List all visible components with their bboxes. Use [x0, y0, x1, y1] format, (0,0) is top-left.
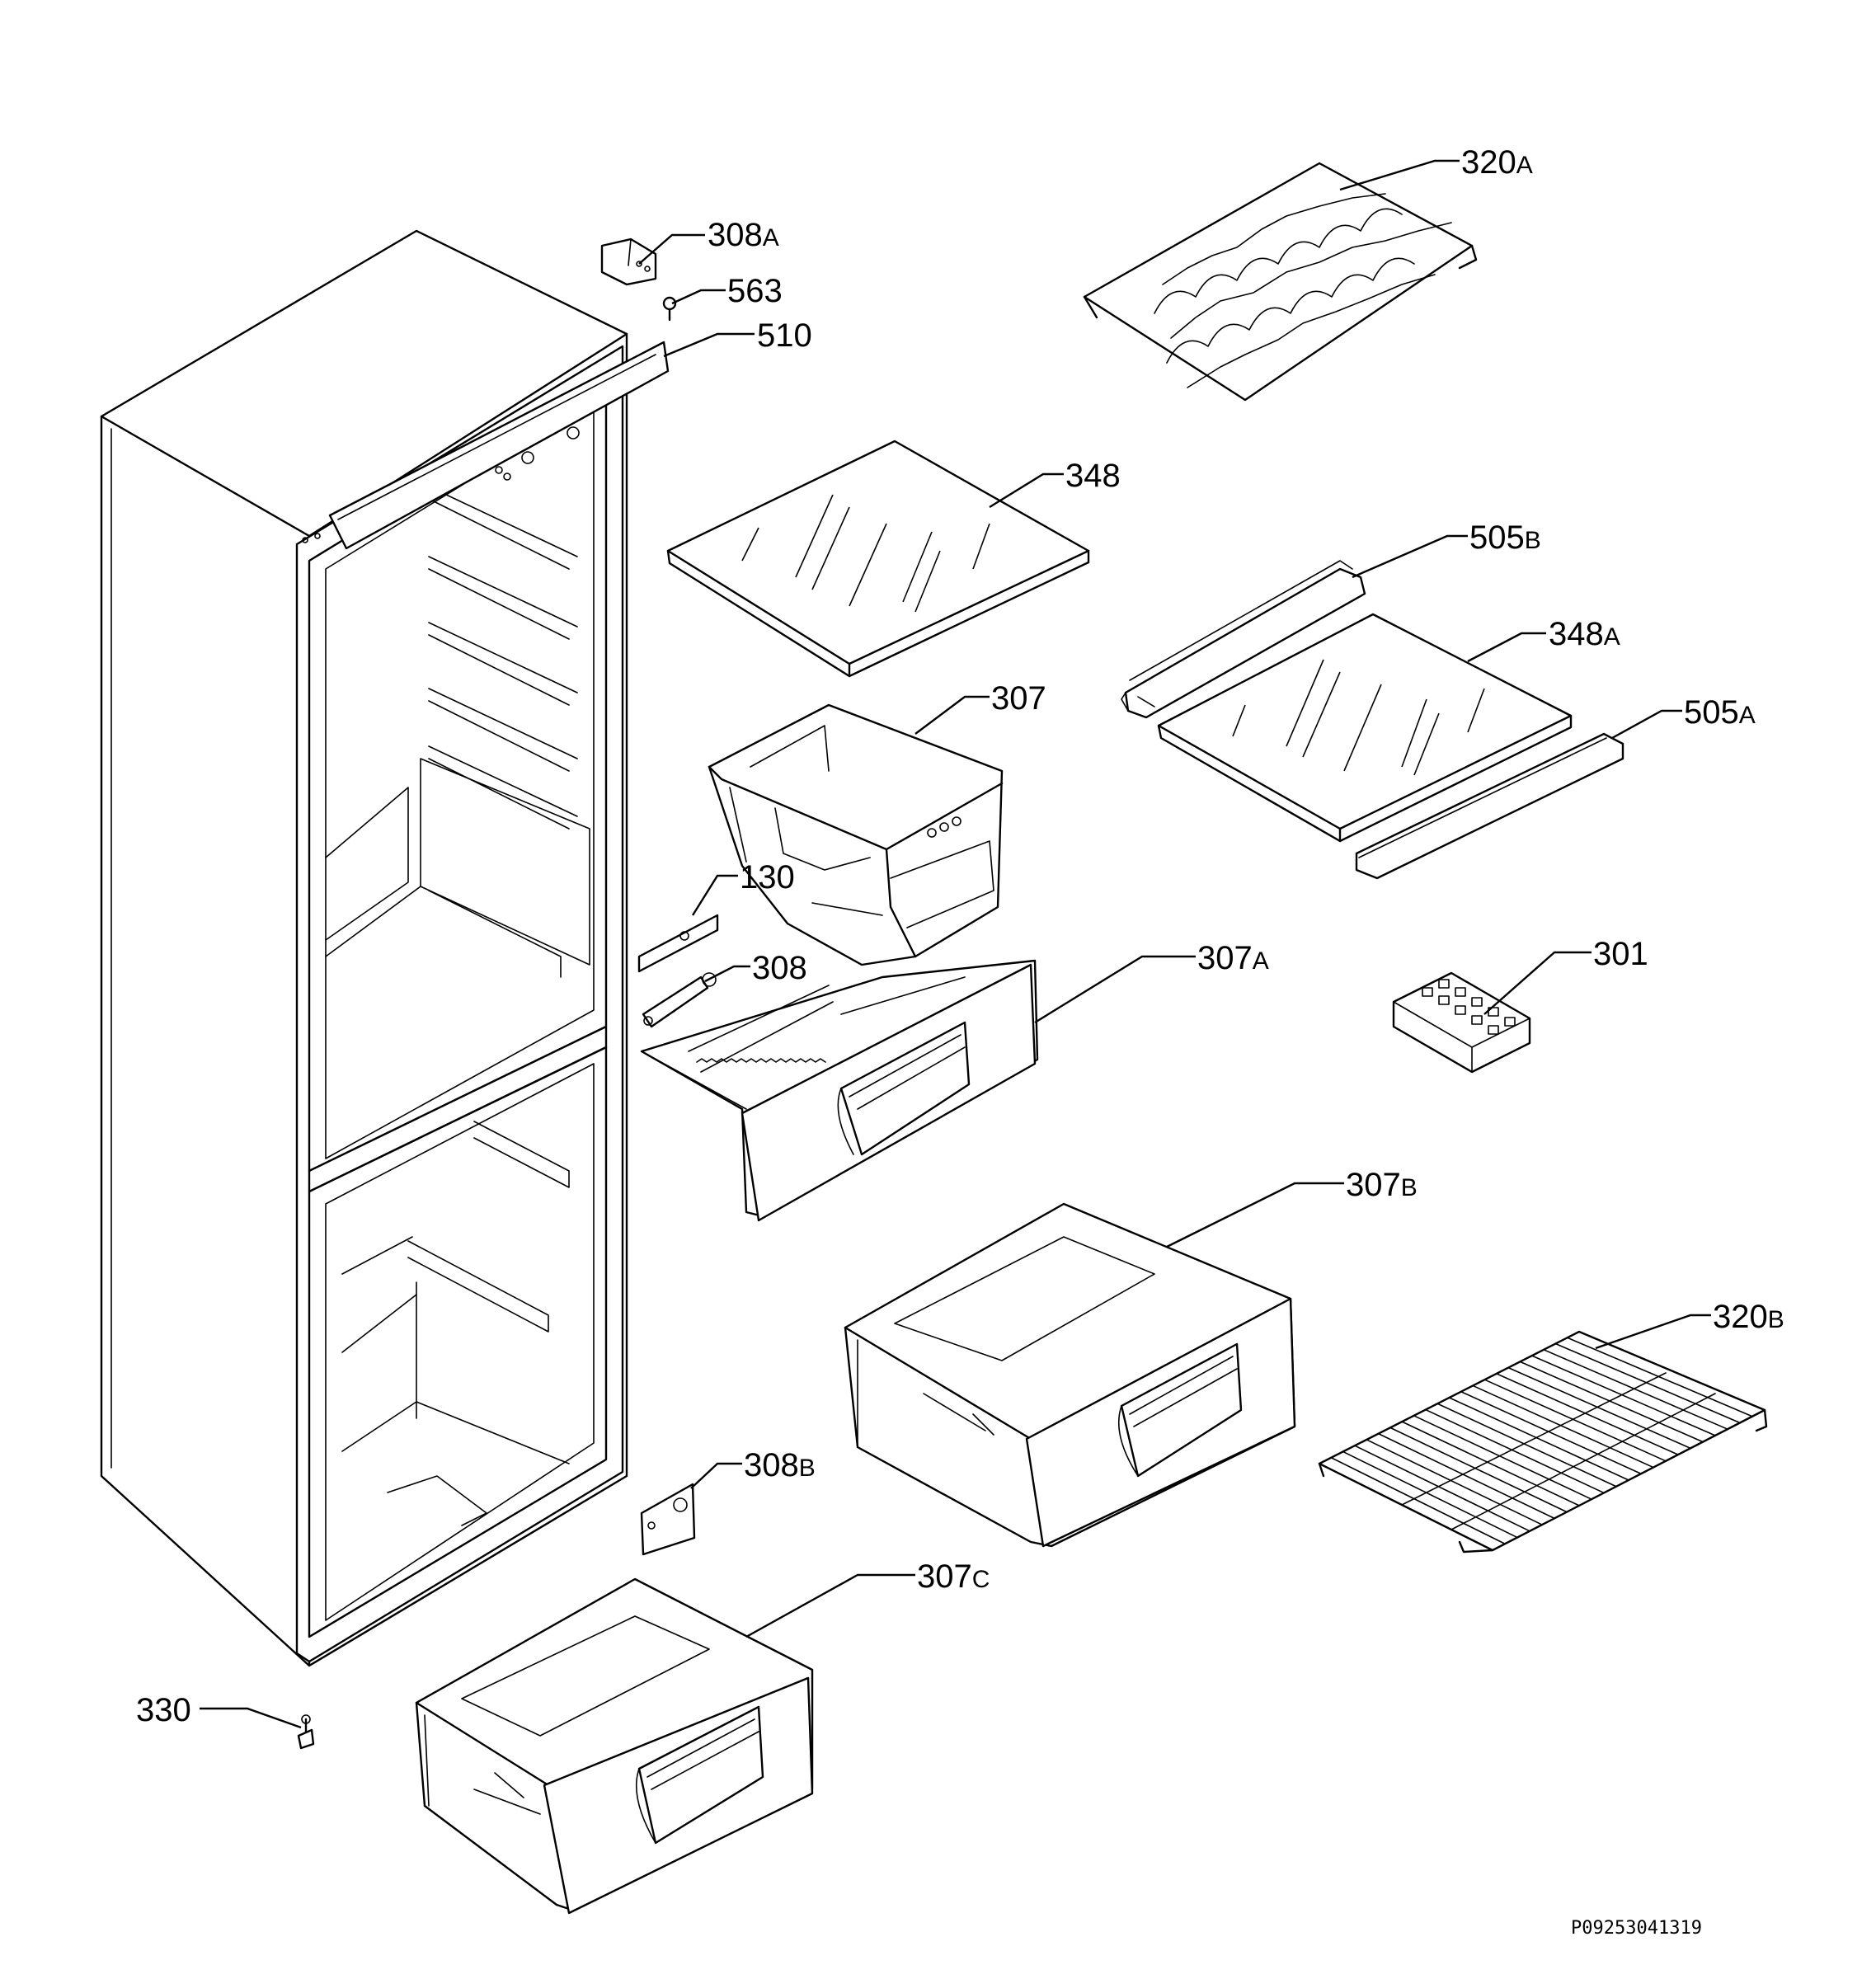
leader-lines — [200, 159, 1711, 1729]
wire-bar — [1330, 1456, 1506, 1545]
label-308a: 308A — [708, 217, 779, 253]
label-308: 308 — [752, 950, 807, 986]
label-505b: 505B — [1469, 519, 1541, 556]
wire-bar — [1425, 1408, 1605, 1494]
wire-bar — [1436, 1403, 1617, 1488]
label-510: 510 — [757, 317, 812, 354]
wire-shelf-part — [1318, 1330, 1768, 1554]
label-348a: 348A — [1549, 616, 1620, 652]
wire-bar — [1460, 1390, 1642, 1475]
crisper-box-part — [708, 703, 1004, 966]
label-301: 301 — [1593, 936, 1648, 972]
wire-bar — [1519, 1361, 1704, 1443]
label-307b: 307B — [1346, 1167, 1418, 1203]
trim-front-part — [1355, 732, 1624, 880]
label-563: 563 — [727, 273, 783, 309]
foot-330-part — [297, 1714, 315, 1750]
wire-bar — [1448, 1397, 1629, 1481]
wire-bar — [1483, 1379, 1667, 1462]
wire-bar — [1507, 1366, 1691, 1450]
wine-rack-part — [1083, 162, 1478, 402]
glass-shelf-part — [666, 440, 1090, 678]
label-320b: 320B — [1713, 1299, 1784, 1335]
label-505a: 505A — [1684, 694, 1756, 731]
pin-563-part — [662, 296, 677, 322]
hinge-bottom-part — [640, 1483, 696, 1556]
wire-bar — [1543, 1349, 1728, 1430]
ice-tray-part — [1392, 971, 1531, 1074]
label-307c: 307C — [917, 1558, 990, 1595]
wire-bar — [1366, 1439, 1543, 1525]
trim-back-part — [1121, 560, 1366, 719]
part-labels: 320A 308A 563 510 348 505B 348A 505A 307… — [136, 144, 1784, 1939]
glass-shelf-a-part — [1157, 613, 1573, 843]
wire-bar — [1495, 1373, 1679, 1455]
label-320a: 320A — [1461, 144, 1533, 181]
wire-bar — [1377, 1432, 1555, 1520]
fridge-cabinet — [100, 229, 670, 1667]
wire-bar — [1472, 1384, 1654, 1469]
label-130: 130 — [740, 859, 795, 895]
wire-bar — [1354, 1445, 1530, 1532]
wire-bar — [1389, 1427, 1568, 1513]
label-348: 348 — [1065, 458, 1121, 494]
wire-bar — [1413, 1415, 1592, 1500]
drawer-b-part — [844, 1202, 1296, 1548]
label-330: 330 — [136, 1692, 191, 1728]
drawer-a-part — [640, 959, 1039, 1222]
drawing-code: P09253041319 — [1571, 1918, 1702, 1939]
hinge-top-part — [600, 237, 657, 286]
label-307a: 307A — [1197, 940, 1269, 976]
label-308b: 308B — [744, 1447, 816, 1483]
wire-bar — [1401, 1421, 1580, 1507]
wire-bar — [1342, 1450, 1518, 1539]
hinge-mid-part — [642, 972, 717, 1028]
wire-bar — [1554, 1342, 1741, 1424]
drawer-c-part — [415, 1577, 814, 1915]
label-307: 307 — [991, 680, 1046, 717]
wire-bar — [1530, 1355, 1716, 1436]
part-130 — [637, 914, 719, 973]
wire-bar — [1566, 1337, 1753, 1417]
